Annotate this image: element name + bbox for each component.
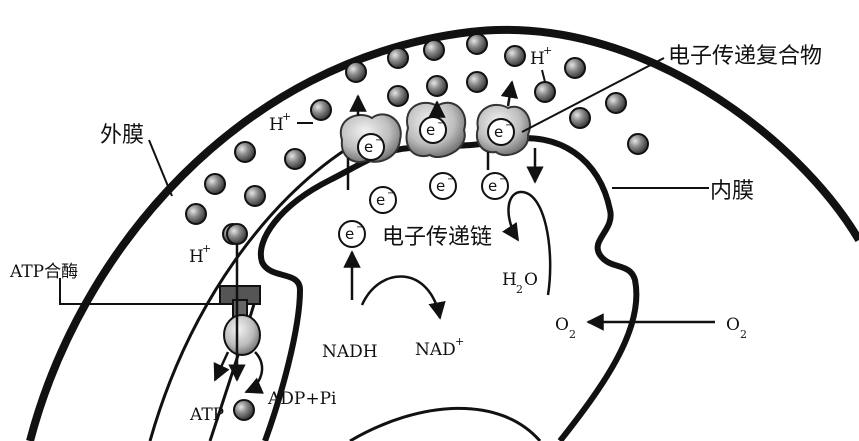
label-inner-membrane: 内膜 bbox=[710, 179, 754, 204]
electron-sup: − bbox=[505, 120, 513, 131]
electron-label: e bbox=[436, 177, 445, 195]
proton bbox=[205, 174, 225, 194]
atp-synthase bbox=[220, 286, 260, 355]
label-etc-complex: 电子传递复合物 bbox=[668, 44, 822, 69]
electron-sup: − bbox=[447, 174, 455, 185]
electron-marker: e − bbox=[370, 187, 396, 213]
label-o2-right: O 2 bbox=[726, 315, 747, 341]
proton bbox=[186, 204, 206, 224]
label-etc-chain: 电子传递链 bbox=[382, 225, 492, 250]
proton bbox=[245, 186, 265, 206]
proton bbox=[285, 149, 305, 169]
electron-label: e bbox=[345, 225, 354, 243]
svg-text:2: 2 bbox=[569, 328, 576, 341]
electron-label: e bbox=[488, 177, 497, 195]
svg-text:+: + bbox=[543, 44, 552, 57]
proton bbox=[235, 142, 255, 162]
label-h-plus-left: H + bbox=[269, 110, 291, 135]
svg-text:2: 2 bbox=[516, 283, 523, 296]
electron-sup: − bbox=[375, 135, 383, 146]
proton bbox=[424, 40, 444, 60]
proton bbox=[535, 82, 555, 102]
svg-text:H: H bbox=[502, 270, 517, 290]
electron-marker: e − bbox=[488, 119, 514, 145]
label-nad-plus: NAD + bbox=[415, 335, 464, 360]
electron-marker: e − bbox=[358, 134, 384, 160]
electron-sup: − bbox=[437, 118, 445, 129]
label-atp: ATP bbox=[189, 405, 224, 425]
proton bbox=[570, 108, 590, 128]
svg-text:2: 2 bbox=[740, 328, 747, 341]
electron-marker: e − bbox=[430, 173, 456, 199]
electron-marker: e − bbox=[482, 173, 508, 199]
proton bbox=[565, 58, 585, 78]
svg-text:+: + bbox=[455, 335, 464, 348]
label-outer-membrane: 外膜 bbox=[100, 123, 144, 148]
proton bbox=[427, 76, 447, 96]
proton bbox=[388, 86, 408, 106]
proton bbox=[227, 224, 247, 244]
label-nadh: NADH bbox=[322, 342, 378, 362]
electron-sup: − bbox=[499, 174, 507, 185]
label-atp-synthase: ATP合酶 bbox=[9, 262, 78, 282]
svg-text:+: + bbox=[202, 242, 211, 255]
electron-sup: − bbox=[387, 188, 395, 199]
electron-label: e bbox=[494, 123, 503, 141]
proton bbox=[628, 134, 648, 154]
atp-molecule bbox=[234, 400, 254, 420]
label-h2o: H 2 O bbox=[502, 270, 538, 296]
proton bbox=[467, 72, 487, 92]
electron-label: e bbox=[426, 121, 435, 139]
label-o2-left: O 2 bbox=[555, 315, 576, 341]
svg-text:O: O bbox=[726, 315, 740, 335]
proton bbox=[467, 34, 487, 54]
electron-label: e bbox=[376, 191, 385, 209]
proton bbox=[311, 100, 331, 120]
svg-text:O: O bbox=[524, 270, 538, 290]
matrix-boundary-line bbox=[350, 408, 540, 441]
svg-text:O: O bbox=[555, 315, 569, 335]
electron-label: e bbox=[364, 138, 373, 156]
svg-text:+: + bbox=[282, 110, 291, 123]
electron-marker: e − bbox=[339, 221, 365, 247]
label-h-plus-top: H + bbox=[530, 44, 552, 69]
label-adp-pi: ADP+Pi bbox=[267, 389, 337, 409]
electron-marker: e − bbox=[420, 117, 446, 143]
svg-text:NAD: NAD bbox=[415, 340, 456, 360]
proton bbox=[505, 46, 525, 66]
label-h-plus-atp: H + bbox=[189, 242, 211, 267]
atp-synthase-head bbox=[224, 315, 260, 355]
proton bbox=[388, 48, 408, 68]
electron-sup: − bbox=[356, 222, 364, 233]
proton bbox=[606, 93, 626, 113]
proton bbox=[346, 62, 366, 82]
